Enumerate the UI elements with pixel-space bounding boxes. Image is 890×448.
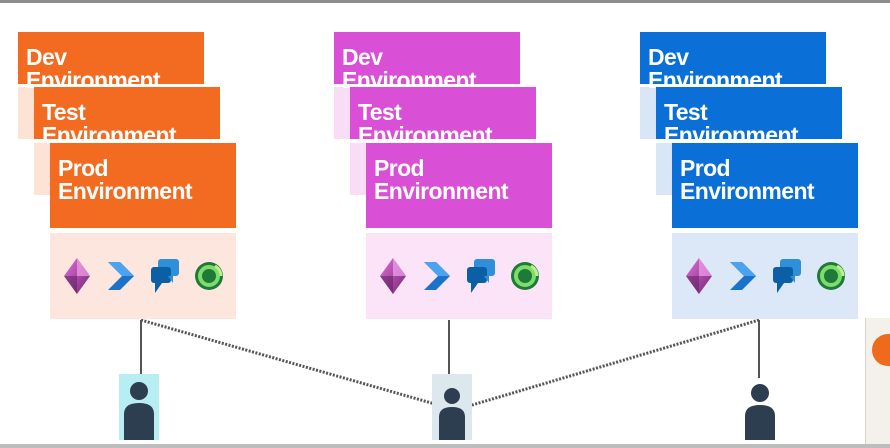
- env-stack-shadow: [34, 143, 50, 195]
- dynamics-365-icon: [192, 256, 226, 296]
- app-tray: [50, 233, 236, 319]
- env-stack-shadow: [640, 87, 656, 139]
- app-tray: [672, 233, 858, 319]
- user-icon: [745, 384, 775, 440]
- power-virtual-agents-icon: [770, 256, 804, 296]
- env-stack-shadow: [350, 143, 366, 195]
- env-stack-shadow: [334, 87, 350, 139]
- dev-environment-card: Dev Environment: [640, 32, 826, 92]
- test-environment-label: Test Environment: [664, 99, 799, 148]
- prod-environment-card: Prod Environment: [672, 143, 858, 228]
- power-virtual-agents-icon: [148, 256, 182, 296]
- dynamics-365-icon: [508, 256, 542, 296]
- dev-environment-label: Dev Environment: [648, 44, 783, 93]
- user-icon: [124, 382, 154, 440]
- user-figure: [432, 374, 472, 440]
- test-environment-card: Test Environment: [34, 87, 220, 147]
- connector-line: [461, 318, 760, 410]
- power-automate-icon: [726, 256, 760, 296]
- prod-environment-label: Prod Environment: [374, 155, 509, 204]
- power-apps-icon: [376, 256, 410, 296]
- dev-environment-label: Dev Environment: [26, 44, 161, 93]
- dev-environment-label: Dev Environment: [342, 44, 477, 93]
- test-environment-card: Test Environment: [350, 87, 536, 147]
- environment-group-blue: Dev Environment Test Environment Prod En…: [640, 0, 880, 448]
- test-environment-label: Test Environment: [42, 99, 177, 148]
- test-environment-card: Test Environment: [656, 87, 842, 147]
- power-automate-icon: [420, 256, 454, 296]
- environment-group-orange: Dev Environment Test Environment Prod En…: [18, 0, 258, 448]
- dynamics-365-icon: [814, 256, 848, 296]
- env-stack-shadow: [656, 143, 672, 195]
- prod-environment-card: Prod Environment: [50, 143, 236, 228]
- dev-environment-card: Dev Environment: [18, 32, 204, 92]
- app-tray: [366, 233, 552, 319]
- bottom-border: [0, 444, 890, 448]
- top-border: [0, 0, 890, 3]
- prod-environment-label: Prod Environment: [680, 155, 815, 204]
- prod-environment-label: Prod Environment: [58, 155, 193, 204]
- user-figure: [119, 374, 159, 440]
- user-icon: [439, 388, 465, 440]
- connector-line: [140, 318, 450, 410]
- side-panel-handle[interactable]: [872, 334, 890, 366]
- dev-environment-card: Dev Environment: [334, 32, 520, 92]
- user-figure: [740, 374, 780, 440]
- power-apps-icon: [60, 256, 94, 296]
- prod-environment-card: Prod Environment: [366, 143, 552, 228]
- environment-group-magenta: Dev Environment Test Environment Prod En…: [334, 0, 574, 448]
- side-panel-edge[interactable]: [865, 318, 890, 444]
- power-apps-icon: [682, 256, 716, 296]
- env-stack-shadow: [18, 87, 34, 139]
- power-automate-icon: [104, 256, 138, 296]
- power-virtual-agents-icon: [464, 256, 498, 296]
- test-environment-label: Test Environment: [358, 99, 493, 148]
